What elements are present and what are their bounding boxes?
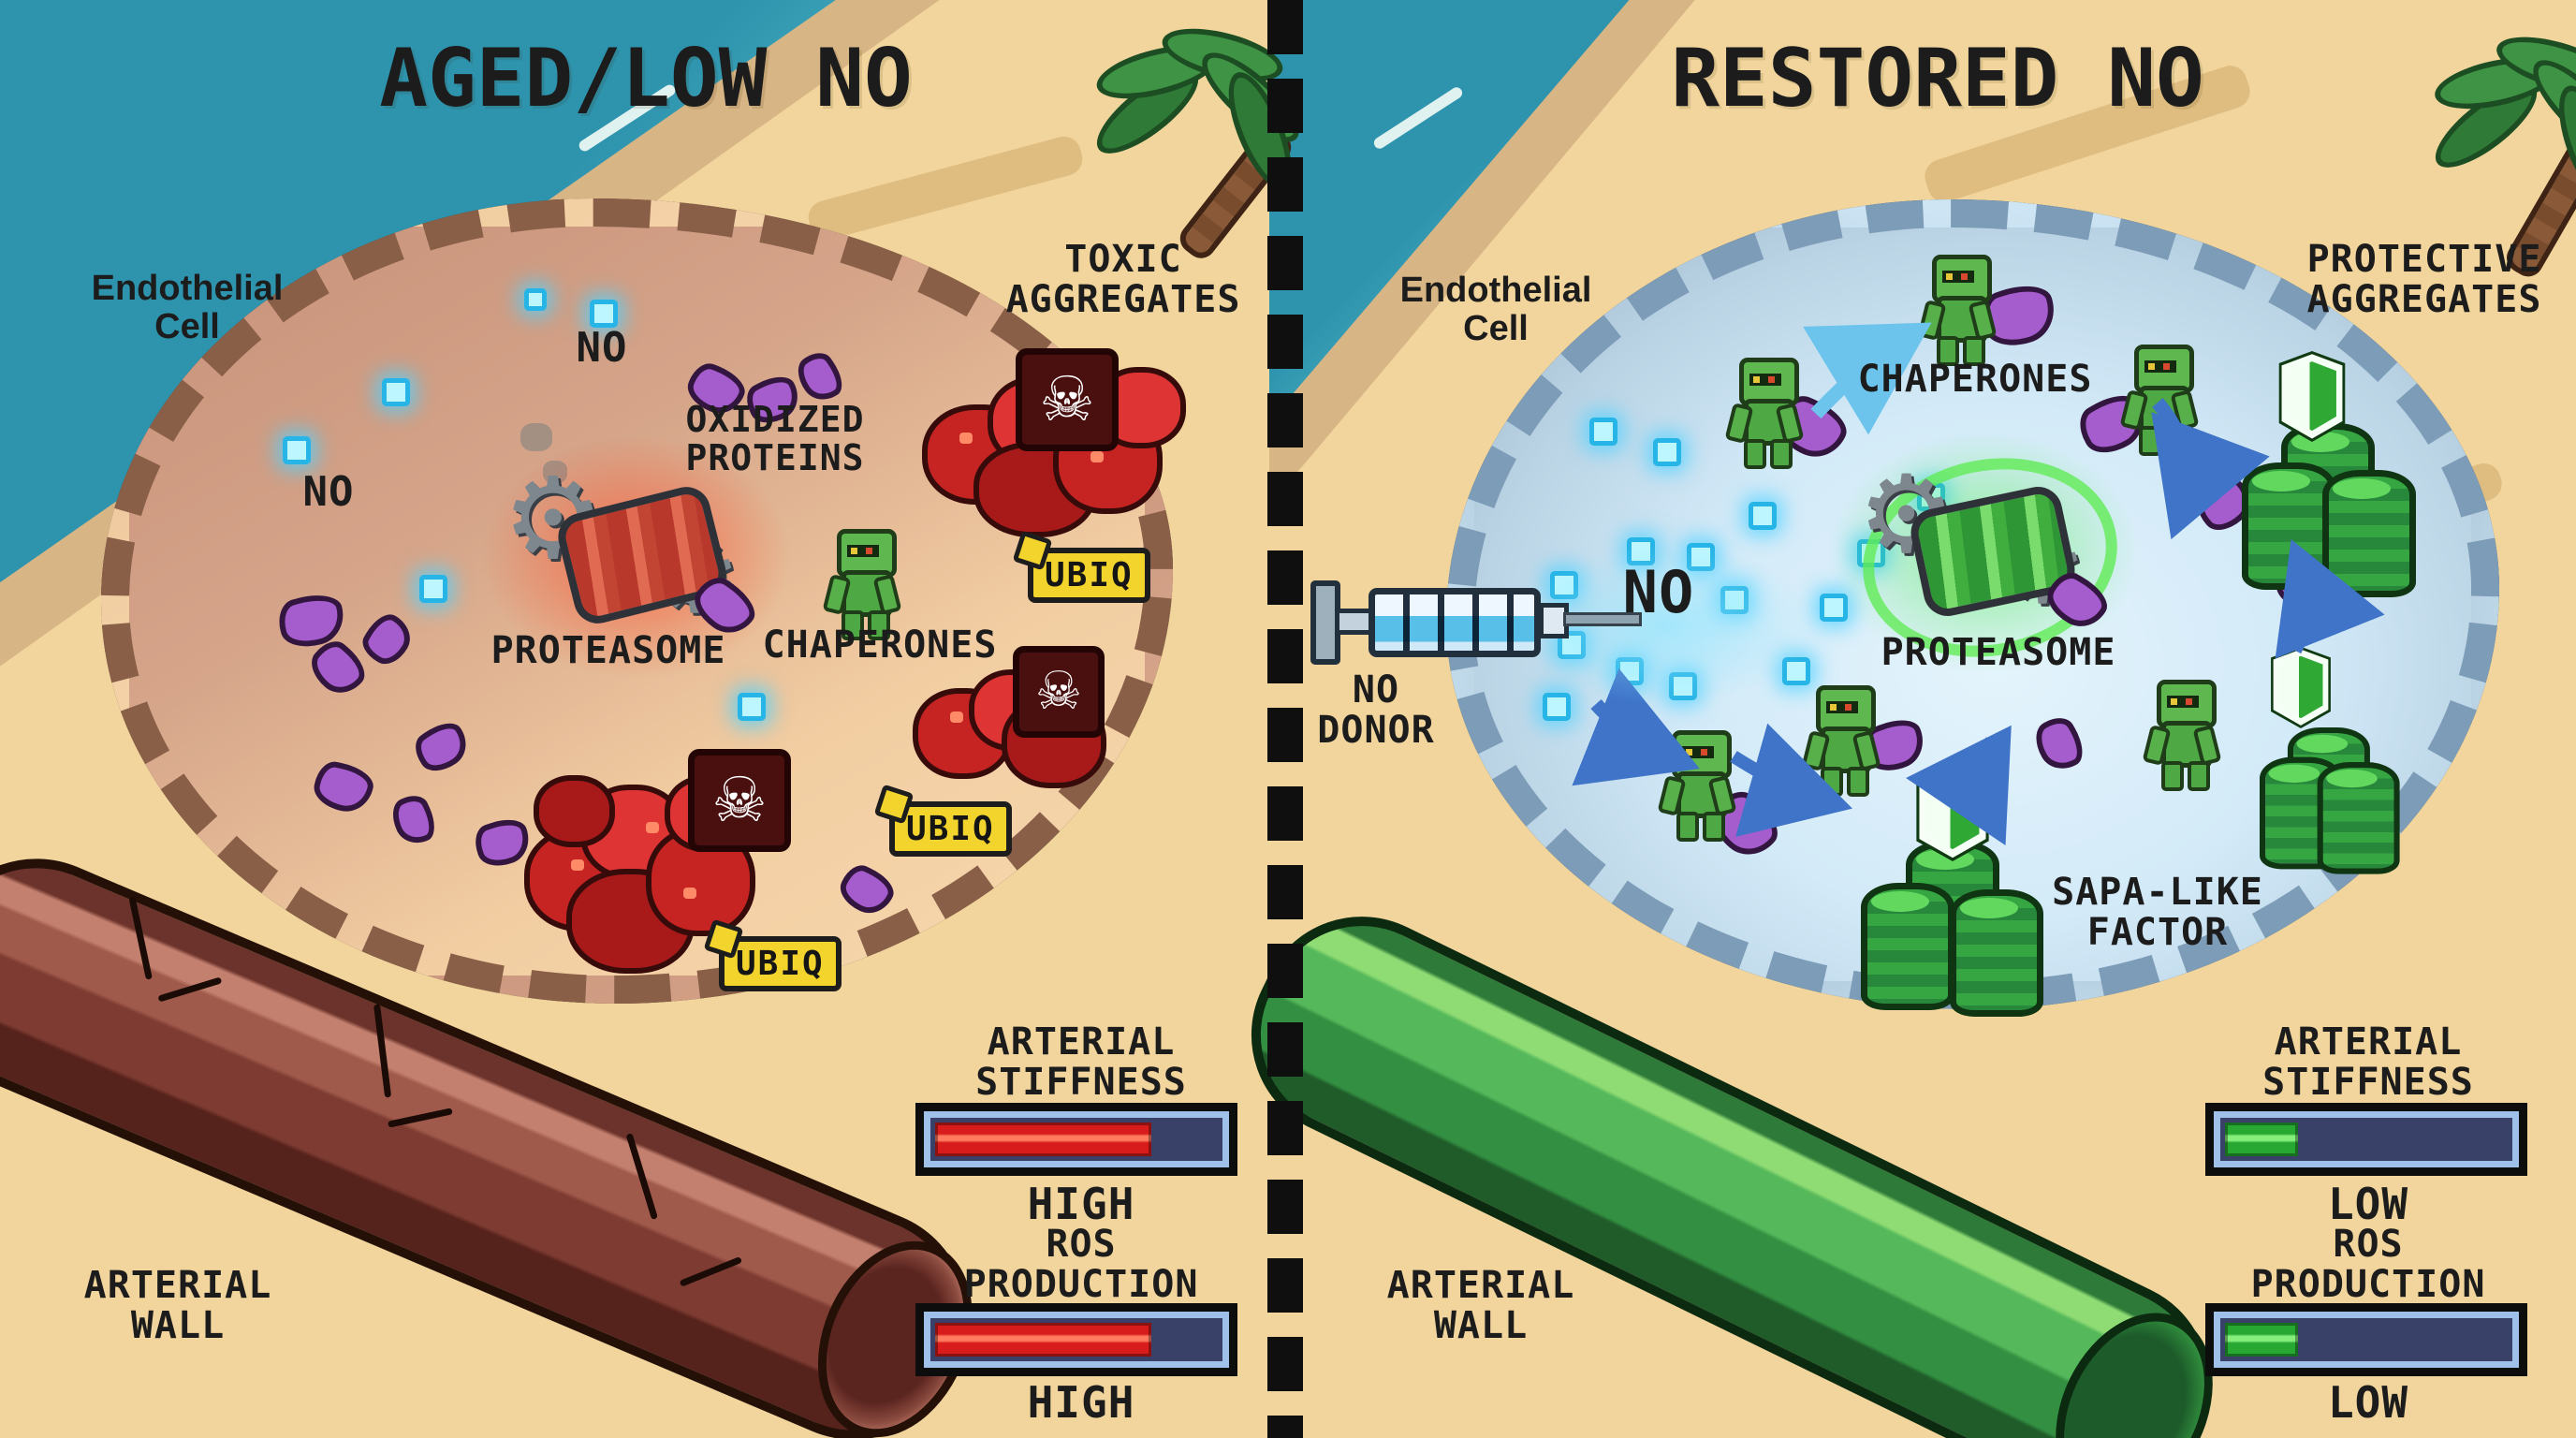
oxidized-proteins-label: OXIDIZED PROTEINS <box>685 399 865 479</box>
ubiq-tag: UBIQ <box>873 784 1012 857</box>
arterial-wall-label-right: ARTERIAL WALL <box>1386 1264 1575 1348</box>
no-label-1: NO <box>576 324 628 372</box>
toxic-aggregate-cluster <box>524 775 758 986</box>
proteasome-right: ⚙ ⚙ <box>1830 431 2139 681</box>
protective-aggregate-stack <box>2260 727 2424 874</box>
proteasome-label-right: PROTEASOME <box>1881 631 2116 674</box>
skull-icon: ☠ <box>688 749 791 852</box>
chaperones-label-right: CHAPERONES <box>1857 358 2093 401</box>
no-molecule <box>590 300 618 328</box>
no-molecule <box>382 378 410 406</box>
ros-label-left: ROS PRODUCTION <box>963 1223 1199 1307</box>
sapa-factor-label: SAPA-LIKE FACTOR <box>2052 871 2263 955</box>
chaperone-robot <box>822 529 902 640</box>
ubiq-tag: UBIQ <box>703 918 842 991</box>
meter-track <box>2214 1312 2519 1368</box>
ubiq-label: UBIQ <box>1045 556 1134 594</box>
robot-visor <box>847 545 879 557</box>
stiffness-label-right: ARTERIAL STIFFNESS <box>2262 1020 2474 1105</box>
meter-track <box>924 1312 1229 1368</box>
ros-value-left: HIGH <box>1027 1377 1135 1428</box>
chaperone-robot <box>2142 680 2222 791</box>
stiffness-meter-right <box>2205 1103 2527 1176</box>
ros-meter-right <box>2205 1303 2527 1376</box>
meter-fill <box>2225 1123 2298 1156</box>
chaperones-label-left: CHAPERONES <box>762 624 998 667</box>
no-molecule <box>1653 438 1681 466</box>
shield-icon <box>2271 646 2331 728</box>
no-molecule <box>419 575 447 603</box>
stiffness-meter-left <box>915 1103 1237 1176</box>
panel-divider <box>1267 0 1303 1438</box>
stiffness-value-left: HIGH <box>1027 1179 1135 1229</box>
no-molecule <box>738 693 766 721</box>
no-molecule <box>1543 693 1571 721</box>
syringe-barrel <box>1368 588 1541 657</box>
ros-meter-left <box>915 1303 1237 1376</box>
skull-icon: ☠ <box>1013 646 1105 738</box>
ubiq-label: UBIQ <box>906 810 995 848</box>
no-label-big: NO <box>1622 558 1695 626</box>
no-molecule <box>1749 502 1777 530</box>
cell-label-right: Endothelial Cell <box>1399 271 1592 349</box>
ubiq-tag: UBIQ <box>1012 530 1150 603</box>
right-title: RESTORED NO <box>1671 32 2204 125</box>
no-molecule <box>1820 594 1848 622</box>
no-donor-label: NO DONOR <box>1317 668 1435 753</box>
meter-fill <box>935 1323 1151 1357</box>
toxic-aggregates-label: TOXIC AGGREGATES <box>1005 238 1241 322</box>
robot-head <box>837 529 897 578</box>
stiffness-label-left: ARTERIAL STIFFNESS <box>975 1020 1187 1105</box>
meter-fill <box>935 1123 1151 1156</box>
stiffness-value-right: LOW <box>2327 1179 2409 1229</box>
no-molecule <box>283 436 311 464</box>
no-molecule <box>1589 418 1617 446</box>
left-title: AGED/LOW NO <box>379 32 913 125</box>
skull-icon: ☠ <box>1016 348 1119 451</box>
cell-label-left: Endothelial Cell <box>91 269 284 347</box>
chaperone-robot <box>1724 358 1805 469</box>
ros-label-right: ROS PRODUCTION <box>2250 1223 2486 1307</box>
robot-leg <box>842 610 864 640</box>
meter-track <box>2214 1111 2519 1167</box>
arterial-wall-label-left: ARTERIAL WALL <box>83 1264 272 1348</box>
ros-value-right: LOW <box>2327 1377 2409 1428</box>
no-molecule <box>524 288 547 311</box>
chaperone-robot <box>1917 255 1998 366</box>
proteasome-left: ⚙ ⚙ <box>482 435 791 679</box>
meter-fill <box>2225 1323 2298 1357</box>
syringe-needle <box>1563 612 1642 626</box>
robot-leg <box>868 610 890 640</box>
no-label-2: NO <box>302 468 355 516</box>
meter-track <box>924 1111 1229 1167</box>
protective-aggregates-label: PROTECTIVE AGGREGATES <box>2306 238 2542 322</box>
shield-icon <box>2278 351 2346 442</box>
proteasome-label-left: PROTEASOME <box>490 629 726 672</box>
ubiq-label: UBIQ <box>736 945 825 983</box>
smoke-puff <box>520 423 552 451</box>
